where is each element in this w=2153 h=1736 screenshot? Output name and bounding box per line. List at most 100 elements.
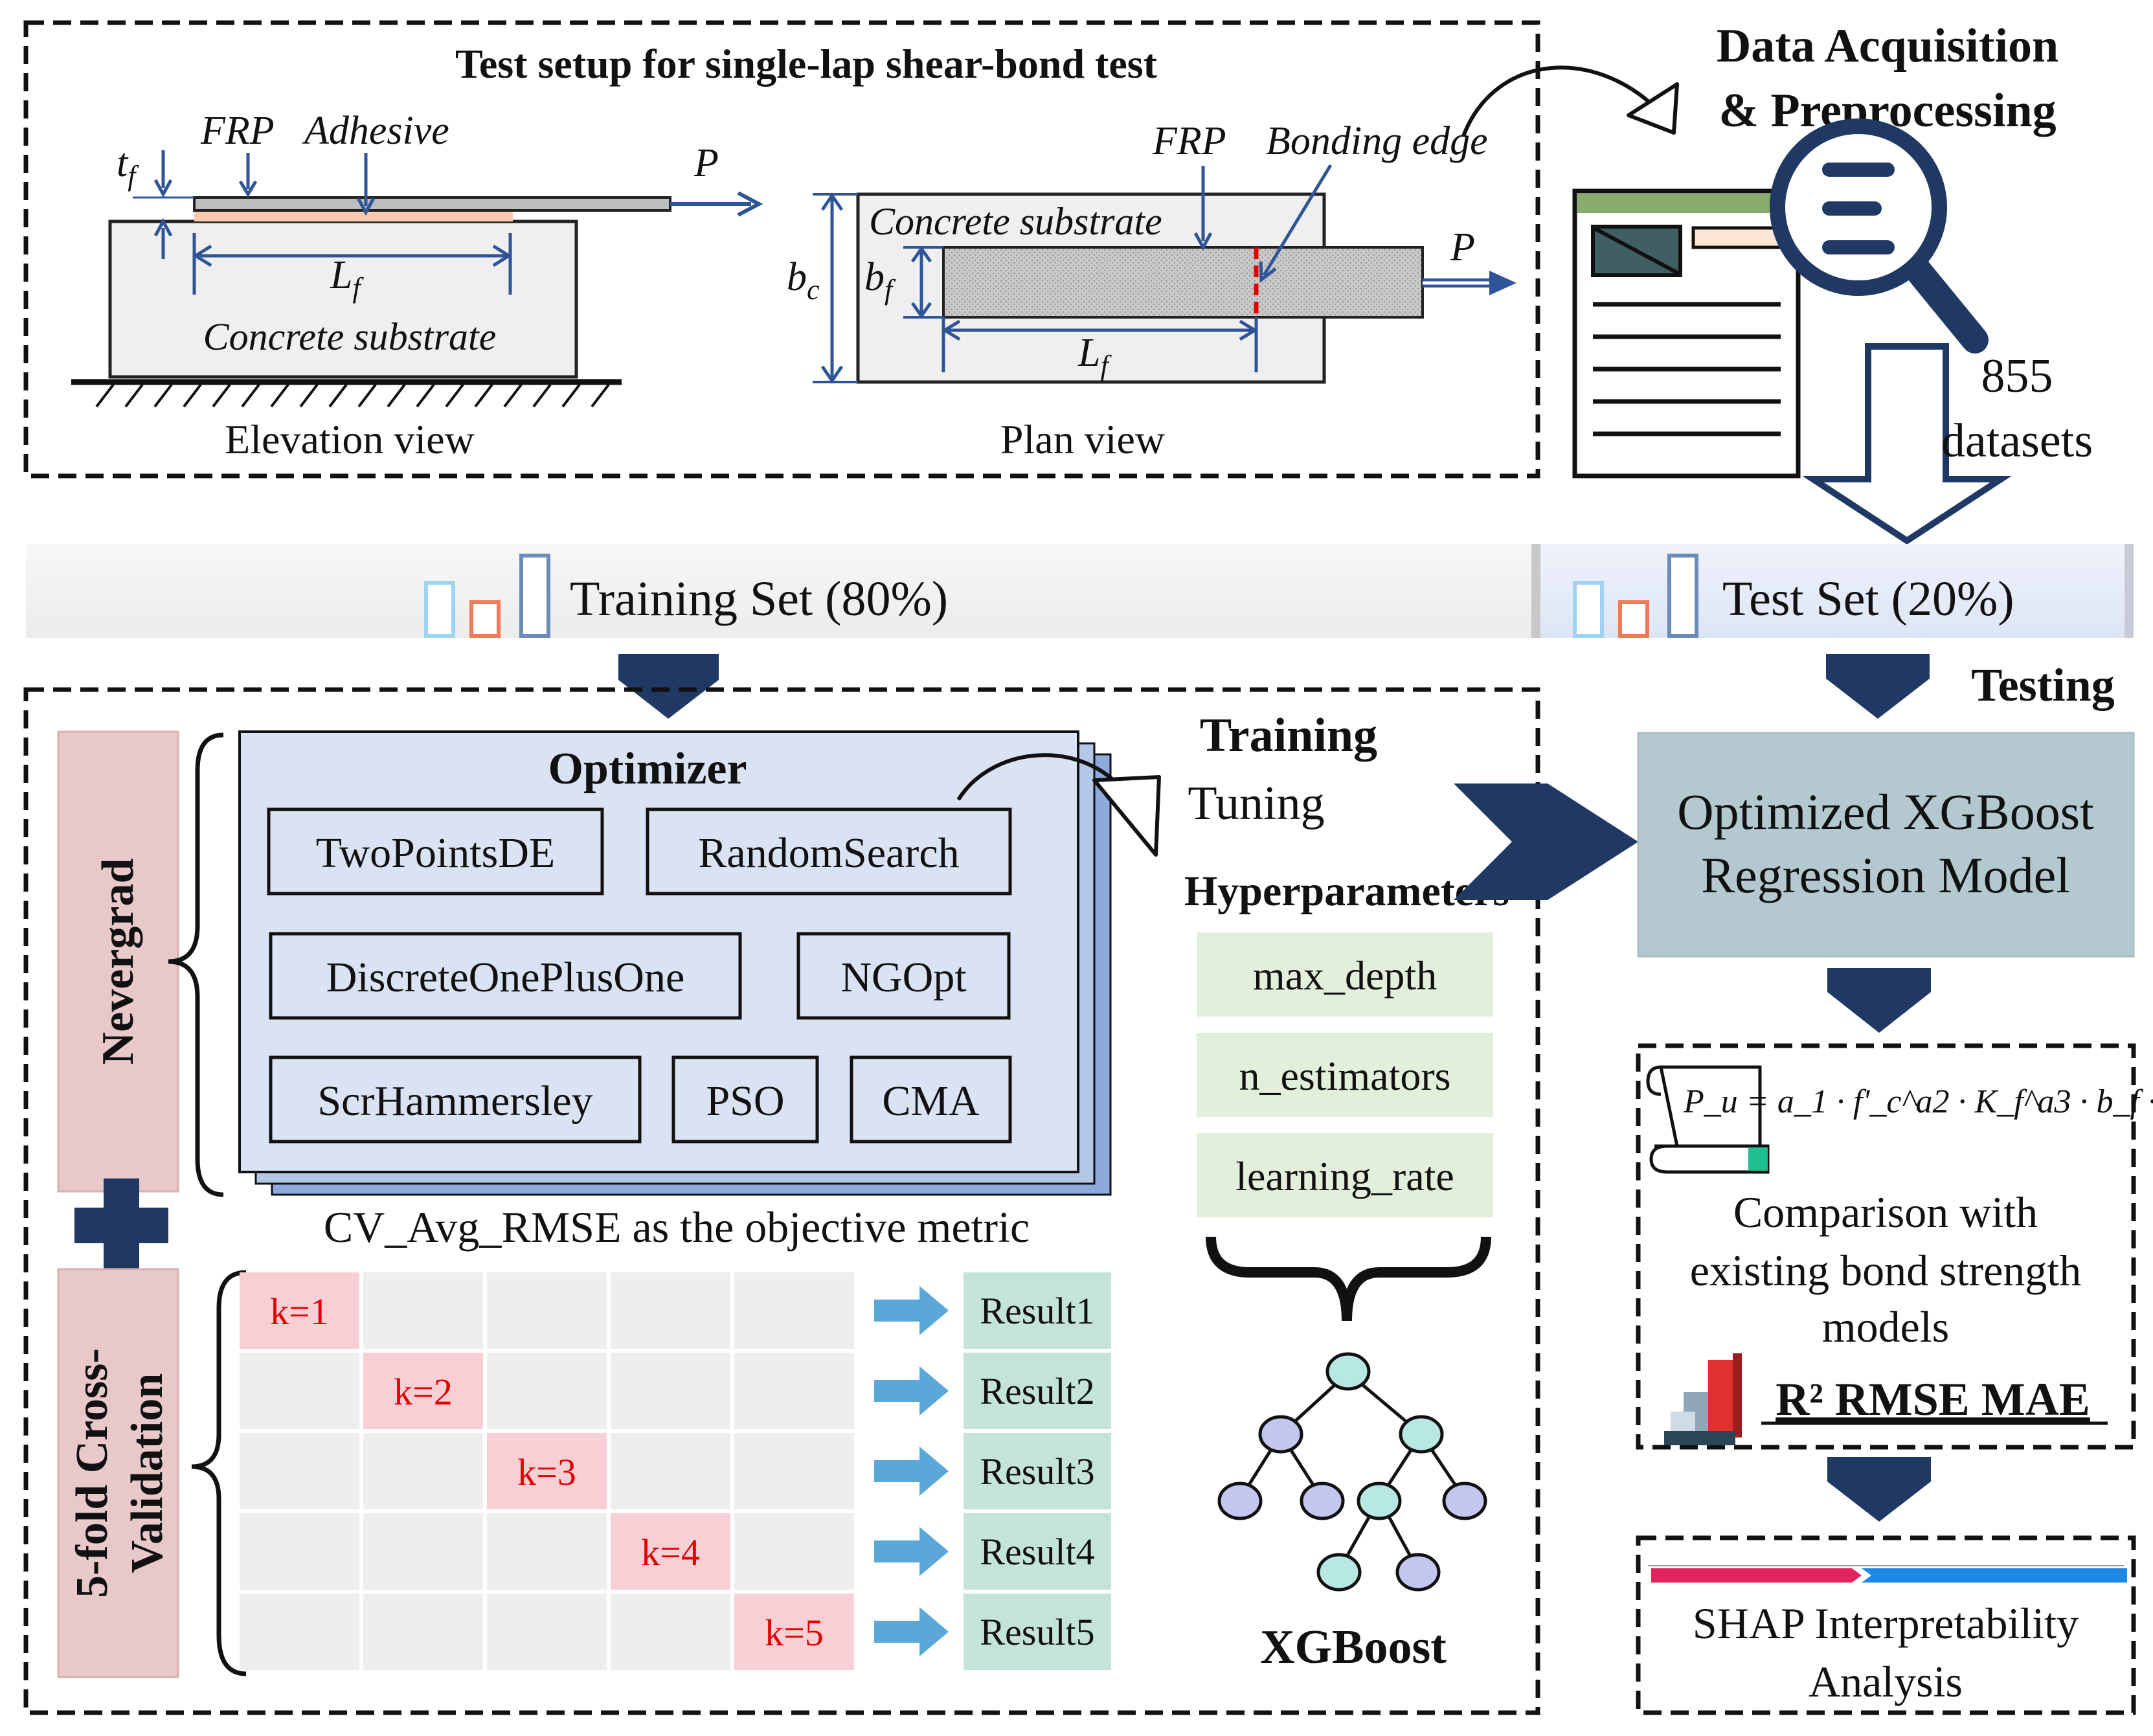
optimizer-label: ScrHammersley bbox=[317, 1077, 592, 1125]
plan-p-label: P bbox=[1450, 225, 1475, 269]
model-box bbox=[1637, 732, 2135, 958]
optimizer-label: TwoPointsDE bbox=[316, 829, 555, 877]
elevation-view: tf FRP Adhesive P Lf Concrete substrate … bbox=[71, 109, 763, 462]
hatch-mark bbox=[124, 383, 144, 408]
fold-label: k=4 bbox=[641, 1531, 700, 1573]
test-down-arrow bbox=[1826, 654, 1930, 719]
setup-dashed-box bbox=[23, 20, 1540, 479]
result-box bbox=[964, 1433, 1111, 1509]
train-down-arrow bbox=[618, 654, 719, 719]
training-dashed-box bbox=[23, 687, 1540, 1715]
hatch-mark bbox=[328, 383, 348, 408]
training-bars-icon bbox=[424, 554, 550, 638]
fold-cell-train bbox=[363, 1594, 483, 1670]
result-arrow bbox=[874, 1607, 949, 1656]
plan-frp-strip bbox=[942, 246, 1424, 319]
result-box bbox=[964, 1353, 1111, 1429]
hatch-mark bbox=[591, 383, 610, 408]
fold-cell-train bbox=[240, 1433, 359, 1509]
fold-cell-train bbox=[734, 1272, 854, 1349]
fold-cell-train bbox=[734, 1433, 854, 1509]
optimizer-box bbox=[671, 1055, 819, 1144]
scroll-icon bbox=[1646, 1065, 1770, 1174]
plan-view: Concrete substrate FRP Bonding edge bc b… bbox=[787, 119, 1516, 462]
hatch-mark bbox=[241, 383, 260, 408]
comparison-line-1: Comparison with bbox=[1733, 1188, 2038, 1237]
data-acq-title-1: Data Acquisition bbox=[1717, 19, 2058, 73]
hatch-mark bbox=[153, 383, 173, 408]
fold-cell-validation bbox=[240, 1272, 359, 1349]
fold-label: k=3 bbox=[517, 1451, 576, 1493]
fold-cell-train bbox=[363, 1272, 483, 1349]
elevation-frp-label: FRP bbox=[200, 109, 275, 153]
formula: P_u = a_1 · f'_c^a2 · K_f^a3 · b_f · κ_w… bbox=[1683, 1083, 2153, 1120]
optimizer-box bbox=[646, 807, 1012, 896]
testing-label: Testing bbox=[1971, 659, 2114, 711]
optimizer-label: RandomSearch bbox=[698, 829, 959, 877]
result-box bbox=[964, 1272, 1111, 1349]
result-arrow bbox=[874, 1286, 949, 1335]
fold-cell-train bbox=[487, 1353, 607, 1429]
hatch-mark bbox=[416, 383, 435, 408]
fold-cell-train bbox=[611, 1594, 730, 1670]
model-label-1: Optimized XGBoost bbox=[1677, 783, 2094, 840]
elevation-adhesive-layer bbox=[194, 211, 513, 221]
result-label: Result5 bbox=[980, 1611, 1094, 1653]
result-arrow bbox=[874, 1447, 949, 1496]
fold-label: k=5 bbox=[765, 1612, 824, 1654]
dataset-count: 855 bbox=[1981, 350, 2053, 403]
fold-cell-train bbox=[240, 1353, 359, 1429]
nevergrad-label: Nevergrad bbox=[93, 859, 143, 1065]
cv-brace bbox=[191, 1270, 247, 1676]
elevation-concrete-label: Concrete substrate bbox=[203, 315, 497, 358]
fold-cell-validation bbox=[611, 1513, 730, 1590]
fold-label: k=1 bbox=[270, 1291, 329, 1333]
hyperparameters-title: Hyperparameters bbox=[1184, 868, 1509, 915]
plan-bc-label: bc bbox=[787, 255, 820, 306]
fold-cell-train bbox=[611, 1433, 730, 1509]
xgboost-brace bbox=[1206, 1236, 1491, 1322]
fold-label: k=2 bbox=[394, 1371, 453, 1413]
training-set-label: Training Set (80%) bbox=[570, 572, 948, 626]
setup-title: Test setup for single-lap shear-bond tes… bbox=[455, 41, 1158, 87]
metrics-label: R² RMSE MAE bbox=[1775, 1373, 2090, 1425]
hatch-mark bbox=[183, 383, 202, 408]
optimizer-title: Optimizer bbox=[548, 744, 747, 794]
result-label: Result2 bbox=[980, 1370, 1094, 1412]
hatch-mark bbox=[503, 383, 523, 408]
elevation-caption: Elevation view bbox=[225, 416, 475, 462]
plan-concrete-label: Concrete substrate bbox=[869, 200, 1162, 243]
hyperparameter-box bbox=[1197, 932, 1493, 1017]
tf-label: tf bbox=[117, 141, 139, 192]
hyperparameter-box bbox=[1197, 1033, 1493, 1117]
comparison-line-3: models bbox=[1822, 1302, 1949, 1351]
fold-cell-train bbox=[734, 1513, 854, 1590]
hyperparameter-label: n_estimators bbox=[1239, 1053, 1450, 1099]
to-comparison-arrow bbox=[1827, 968, 1931, 1033]
shap-force-plot-icon bbox=[1648, 1565, 2127, 1583]
tuning-label: Tuning bbox=[1188, 777, 1324, 830]
hatch-mark bbox=[387, 383, 406, 408]
test-set-label: Test Set (20%) bbox=[1722, 572, 2014, 626]
hatch-mark bbox=[532, 383, 552, 408]
elevation-frp-strip bbox=[193, 196, 671, 212]
elevation-adhesive-label: Adhesive bbox=[302, 109, 449, 153]
elevation-p-label: P bbox=[693, 141, 719, 185]
shap-line-1: SHAP Interpretability bbox=[1693, 1599, 2079, 1648]
to-model-arrow bbox=[1454, 783, 1638, 900]
shap-line-2: Analysis bbox=[1809, 1657, 1963, 1706]
optimizer-box bbox=[850, 1055, 1012, 1144]
fold-cell-train bbox=[487, 1272, 607, 1349]
plan-caption: Plan view bbox=[1000, 416, 1165, 462]
fold-cell-validation bbox=[487, 1433, 607, 1509]
cv-label-box bbox=[57, 1268, 179, 1678]
hatch-mark bbox=[474, 383, 493, 408]
optimizer-box bbox=[269, 1055, 642, 1144]
plus-horizontal bbox=[74, 1208, 168, 1243]
result-arrow bbox=[874, 1366, 949, 1415]
hyperparameter-box bbox=[1197, 1133, 1493, 1217]
cv-label-line1: 5-fold Cross- bbox=[67, 1348, 117, 1598]
